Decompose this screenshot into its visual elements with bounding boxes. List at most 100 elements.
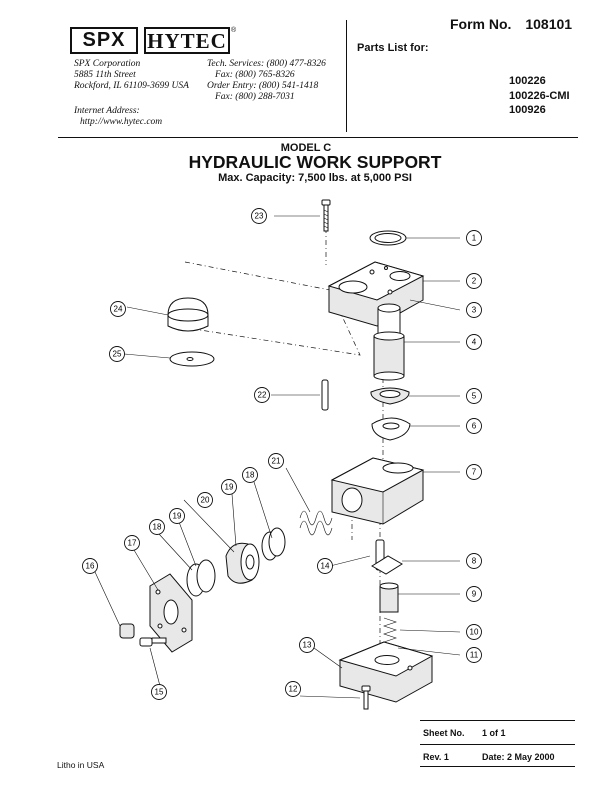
part-o-ring-left (186, 559, 216, 597)
part-bolt (139, 637, 167, 647)
callout-number: 19 (225, 483, 234, 492)
callout-19-left: 19 (169, 508, 185, 524)
part-number: 100226 (509, 75, 546, 87)
callout-number: 18 (153, 523, 162, 532)
footer-rule-mid (420, 744, 575, 745)
assembly-outline (184, 261, 361, 356)
contact-line: Fax: (800) 288-7031 (215, 92, 295, 102)
part-o-ring-right (261, 527, 286, 561)
contact-line: Order Entry: (800) 541-1418 (207, 81, 319, 91)
internet-label: Internet Address: (74, 106, 140, 116)
sheet-label: Sheet No. (423, 728, 465, 738)
leader-lines (94, 215, 461, 699)
callout-number: 25 (113, 350, 122, 359)
footer-rule-bottom (420, 766, 575, 767)
part-top-ring (369, 230, 407, 246)
callout-number: 11 (470, 651, 479, 660)
callout-number: 17 (128, 539, 137, 548)
callout-18-left: 18 (149, 519, 165, 535)
revision-date: Date: 2 May 2000 (482, 752, 555, 762)
callout-number: 22 (258, 391, 267, 400)
callout-12: 12 (285, 681, 301, 697)
form-number: Form No. 108101 (450, 16, 572, 32)
part-plunger (379, 582, 399, 613)
callout-number: 13 (303, 641, 312, 650)
part-washer (169, 351, 215, 367)
registered-mark: ® (231, 27, 237, 34)
callout-3: 3 (466, 302, 482, 318)
form-value: 108101 (525, 16, 573, 32)
callout-19: 19 (221, 479, 237, 495)
callout-23: 23 (251, 208, 267, 224)
callout-number: 1 (472, 234, 477, 243)
revision-label: Rev. 1 (423, 752, 449, 762)
callout-number: 23 (255, 212, 264, 221)
internet-address: Internet Address: http://www.hytec.com (74, 106, 162, 128)
callout-5: 5 (466, 388, 482, 404)
litho-note: Litho in USA (57, 760, 105, 770)
model-label: MODEL C (280, 142, 332, 154)
part-seal (370, 387, 410, 405)
callout-number: 20 (201, 496, 210, 505)
part-spring (299, 510, 333, 536)
callout-24: 24 (110, 301, 126, 317)
callout-number: 4 (472, 338, 477, 347)
part-screw-top (321, 199, 331, 232)
callout-4: 4 (466, 334, 482, 350)
part-piston (373, 303, 405, 381)
address-line: Rockford, IL 61109-3699 USA (74, 81, 189, 91)
callout-labels: 23 1 2 3 4 24 25 22 5 6 21 7 18 19 20 19… (82, 208, 482, 700)
callout-14: 14 (317, 558, 333, 574)
callout-number: 5 (472, 392, 477, 401)
part-top-block (327, 261, 425, 327)
contact-info: Tech. Services: (800) 477-8326 Fax: (800… (207, 59, 326, 103)
callout-number: 19 (173, 512, 182, 521)
callout-number: 16 (86, 562, 95, 571)
part-pin (321, 379, 329, 411)
callout-number: 15 (155, 688, 164, 697)
part-number: 100226-CMI (509, 89, 570, 102)
header-divider (346, 20, 347, 132)
part-wiper (371, 417, 411, 441)
callout-number: 14 (321, 562, 330, 571)
part-number: 100926 (509, 104, 546, 116)
contact-line: Fax: (800) 765-8326 (215, 70, 295, 80)
part-base-screw (361, 685, 371, 710)
address-line: 5885 11th Street (74, 70, 136, 80)
callout-number: 10 (470, 628, 479, 637)
capacity-label: Max. Capacity: 7,500 lbs. at 5,000 PSI (218, 172, 412, 184)
footer-rule-top (420, 720, 575, 721)
callout-17: 17 (124, 535, 140, 551)
callout-25: 25 (109, 346, 125, 362)
part-dust-cap (167, 297, 209, 332)
callout-number: 3 (472, 306, 477, 315)
callout-7: 7 (466, 464, 482, 480)
callout-2: 2 (466, 273, 482, 289)
callout-number: 7 (472, 468, 477, 477)
part-flange (149, 573, 193, 653)
callout-number: 12 (289, 685, 298, 694)
internet-url[interactable]: http://www.hytec.com (80, 117, 163, 127)
callout-20: 20 (197, 492, 213, 508)
contact-line: Tech. Services: (800) 477-8326 (207, 59, 326, 69)
callout-number: 2 (472, 277, 477, 286)
address-line: SPX Corporation (74, 59, 141, 69)
callout-number: 21 (272, 457, 281, 466)
callout-number: 24 (114, 305, 123, 314)
sheet-value: 1 of 1 (482, 728, 506, 738)
company-address: SPX Corporation 5885 11th Street Rockfor… (74, 59, 189, 92)
callout-21: 21 (268, 453, 284, 469)
callout-9: 9 (466, 586, 482, 602)
callout-1: 1 (466, 230, 482, 246)
header-rule (58, 137, 578, 139)
part-body (330, 457, 425, 525)
callout-13: 13 (299, 637, 315, 653)
callout-22: 22 (254, 387, 270, 403)
part-base (338, 641, 434, 703)
callout-number: 9 (472, 590, 477, 599)
callout-number: 8 (472, 557, 477, 566)
callout-8: 8 (466, 553, 482, 569)
hytec-logo: HYTEC (144, 27, 230, 54)
callout-11: 11 (466, 647, 482, 663)
